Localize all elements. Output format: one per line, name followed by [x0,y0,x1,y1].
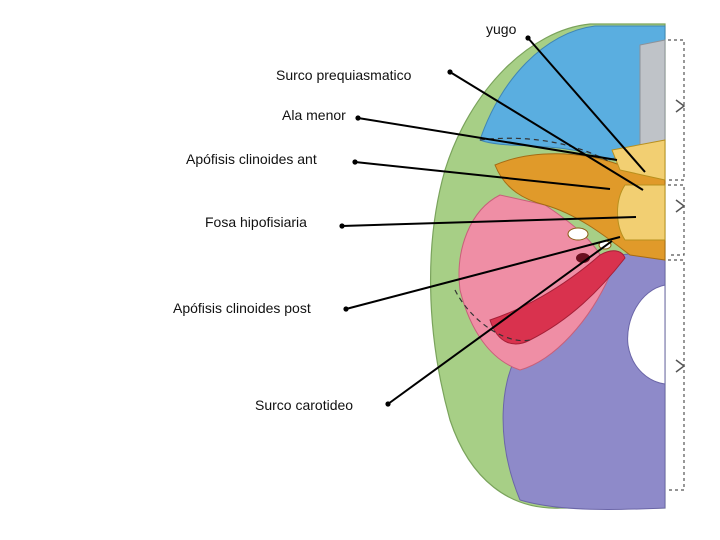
label-surco-carotideo: Surco carotideo [255,397,354,413]
label-apofisis-clinoides-post: Apófisis clinoides post [173,300,311,316]
leader-apofisis-clinoides-post [345,236,621,310]
label-surco-prequiasmatico: Surco prequiasmatico [276,67,412,83]
ethmoid-region [639,39,666,151]
foramen-magnum [627,284,666,385]
fossa-boundary-anterior [479,137,611,163]
label-ala-menor: Ala menor [282,107,346,123]
leader-fosa-hipofisiaria [341,216,637,227]
label-apofisis-clinoides-ant: Apófisis clinoides ant [186,151,317,167]
leader-surco-prequiasmatico [449,71,644,191]
frontal-region [479,25,666,161]
sella-turcica [617,184,666,241]
leader-ala-menor [357,117,618,161]
leader-endpoints [339,35,531,407]
label-fosa-hipofisiaria: Fosa hipofisiaria [205,214,307,230]
leader-lines [341,37,646,405]
fossa-brackets [668,39,685,491]
fossa-boundary-middle [454,289,531,342]
label-yugo: yugo [486,21,517,37]
optic-canal [567,227,589,241]
leader-surco-carotideo [387,240,613,405]
leader-yugo [527,37,646,173]
petrous-ridge [489,250,626,345]
leader-apofisis-clinoides-ant [354,161,611,190]
bracket-arrows [675,99,686,373]
